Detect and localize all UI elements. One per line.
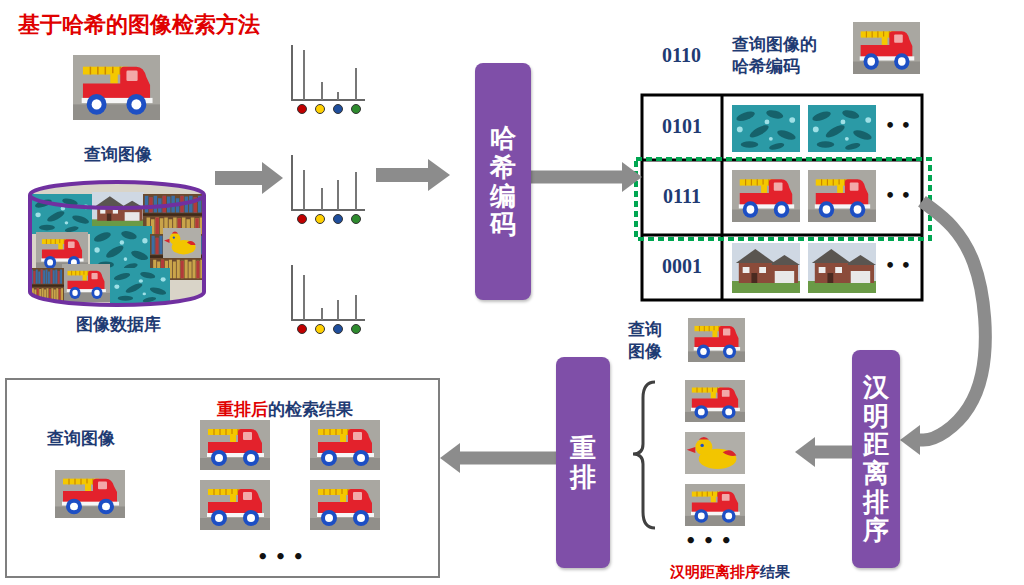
- text-group: 汉明距离排序: [863, 373, 889, 545]
- diagram-title: 基于哈希的图像检索方法: [18, 10, 260, 40]
- text-group: 汉明距离排序结果: [670, 562, 790, 582]
- node-text: • • •: [685, 530, 732, 551]
- text-group: 哈希编码: [490, 124, 516, 238]
- flow-arrow: [460, 452, 556, 465]
- query-photo: [73, 55, 160, 120]
- text-group: 查询图像: [47, 427, 115, 450]
- node-text: 汉明距离排序: [863, 373, 889, 545]
- process-box: 汉明距离排序: [852, 350, 900, 568]
- bracket: [633, 382, 655, 528]
- node-text: • •: [885, 256, 911, 275]
- table-row: 0101 • •: [642, 95, 922, 160]
- flow-arrow: [815, 446, 852, 459]
- text-group: 重排后的检索结果: [217, 398, 353, 421]
- table-row: 0111 • •: [642, 160, 922, 235]
- process-box: 哈希编码: [475, 63, 531, 300]
- text-group: 图像数据库: [28, 313, 208, 336]
- text-group: • •: [885, 116, 911, 135]
- text-group: 0001: [642, 255, 722, 278]
- node-text: 重排后: [217, 399, 268, 419]
- node-text: 结果: [760, 563, 790, 581]
- node-text: • •: [885, 186, 911, 205]
- cylinder-outline: [30, 182, 204, 305]
- cylinder-outline: [28, 180, 208, 307]
- match-highlight: [636, 159, 930, 239]
- node-text: 图像数据库: [76, 314, 161, 334]
- node-text: • • •: [257, 546, 304, 567]
- result-panel: 查询图像 重排后的检索结果 • • •: [5, 378, 440, 578]
- query-photo: [853, 22, 920, 74]
- node-text: 哈希编码: [490, 124, 516, 238]
- hash-table: [642, 95, 922, 300]
- database-collage: [30, 180, 205, 305]
- histogram: [292, 155, 365, 224]
- flow-arrow: [215, 159, 450, 194]
- text-group: • •: [885, 186, 911, 205]
- text-group: • • •: [685, 530, 732, 551]
- node-text: 0001: [662, 255, 702, 277]
- histogram: [292, 45, 365, 114]
- flow-arrow: [531, 171, 622, 184]
- node-text: 查询图像: [47, 428, 115, 448]
- caption-label: 查询图像: [65, 143, 170, 166]
- node-text: 0101: [662, 115, 702, 137]
- text-group: 0111: [642, 185, 722, 208]
- process-box: 重排: [556, 357, 610, 568]
- node-text: • •: [885, 116, 911, 135]
- node-text: 的检索结果: [268, 399, 353, 419]
- text-group: 0101: [642, 115, 722, 138]
- text-group: • • •: [257, 546, 304, 567]
- ranked-list: • • • 汉明距离排序结果: [630, 378, 795, 583]
- flow-arrow: [920, 201, 985, 440]
- histogram: [292, 265, 365, 334]
- text-group: 重排: [570, 434, 596, 491]
- node-text: 汉明距离排序: [670, 563, 760, 581]
- database-cylinder: 图像数据库: [28, 180, 208, 340]
- caption-label: 查询图像: [628, 318, 666, 362]
- caption-label: 查询图像的哈希编码: [732, 33, 820, 77]
- table-row: 0001 • •: [642, 235, 922, 300]
- caption-label: 0110: [662, 44, 701, 67]
- node-text: 重排: [570, 434, 596, 491]
- ranked-photos: [685, 318, 745, 526]
- node-text: 0111: [663, 185, 701, 207]
- text-group: • •: [885, 256, 911, 275]
